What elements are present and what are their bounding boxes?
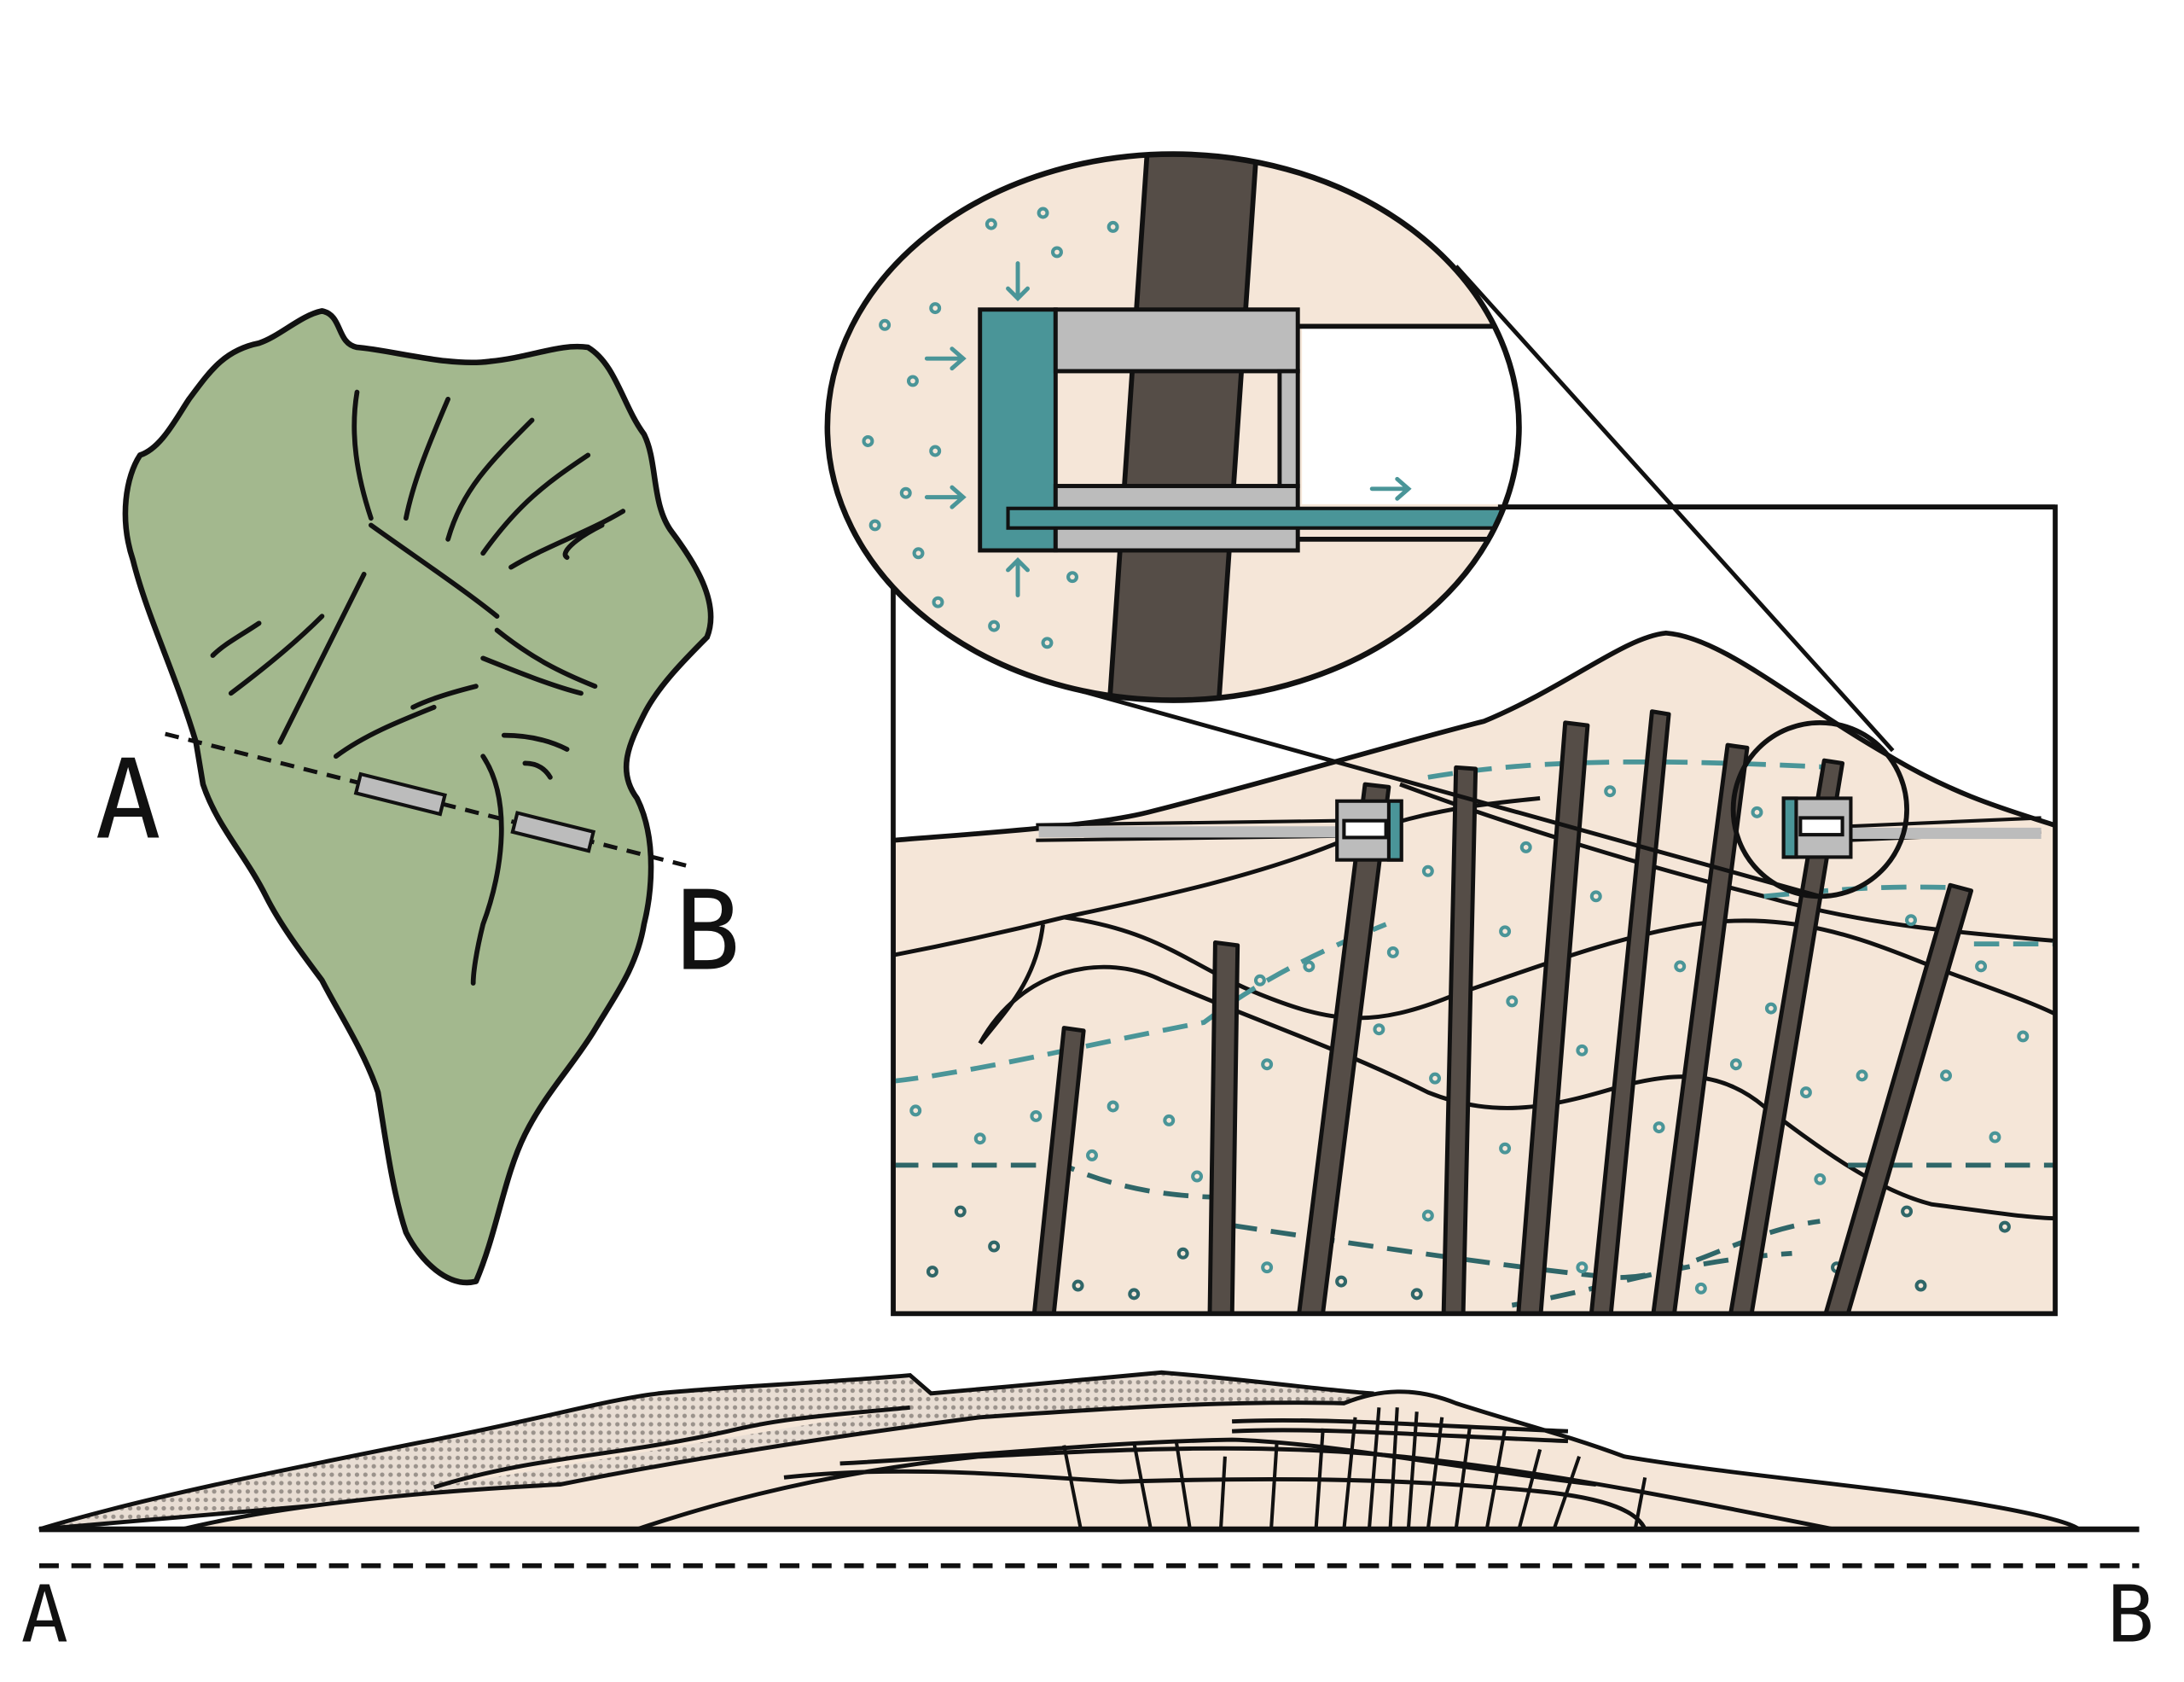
section-label-a: A	[21, 1569, 68, 1660]
droplets-closeup	[862, 207, 1119, 649]
map-label-b: B	[675, 869, 741, 996]
water-droplets	[909, 785, 2030, 1295]
tunnel-piles	[1031, 709, 1974, 1314]
tunnel-marker	[353, 771, 447, 817]
tunnel-marker	[510, 811, 596, 853]
flow-arrow-icon	[924, 261, 1412, 597]
zoom-circle	[1730, 719, 1909, 899]
section-piles	[1062, 1407, 1647, 1530]
drain-pipe-closeup	[1006, 506, 1514, 530]
drain-gallery	[1335, 796, 1853, 862]
cross-section-profile: A B	[21, 1370, 2154, 1660]
ridge-lines	[210, 389, 626, 986]
island-map: A B	[96, 308, 741, 1286]
zoom-connector	[1063, 684, 1821, 899]
magnified-drain-view	[824, 151, 2056, 703]
section-label-b: B	[2107, 1569, 2154, 1660]
map-label-a: A	[96, 736, 161, 864]
